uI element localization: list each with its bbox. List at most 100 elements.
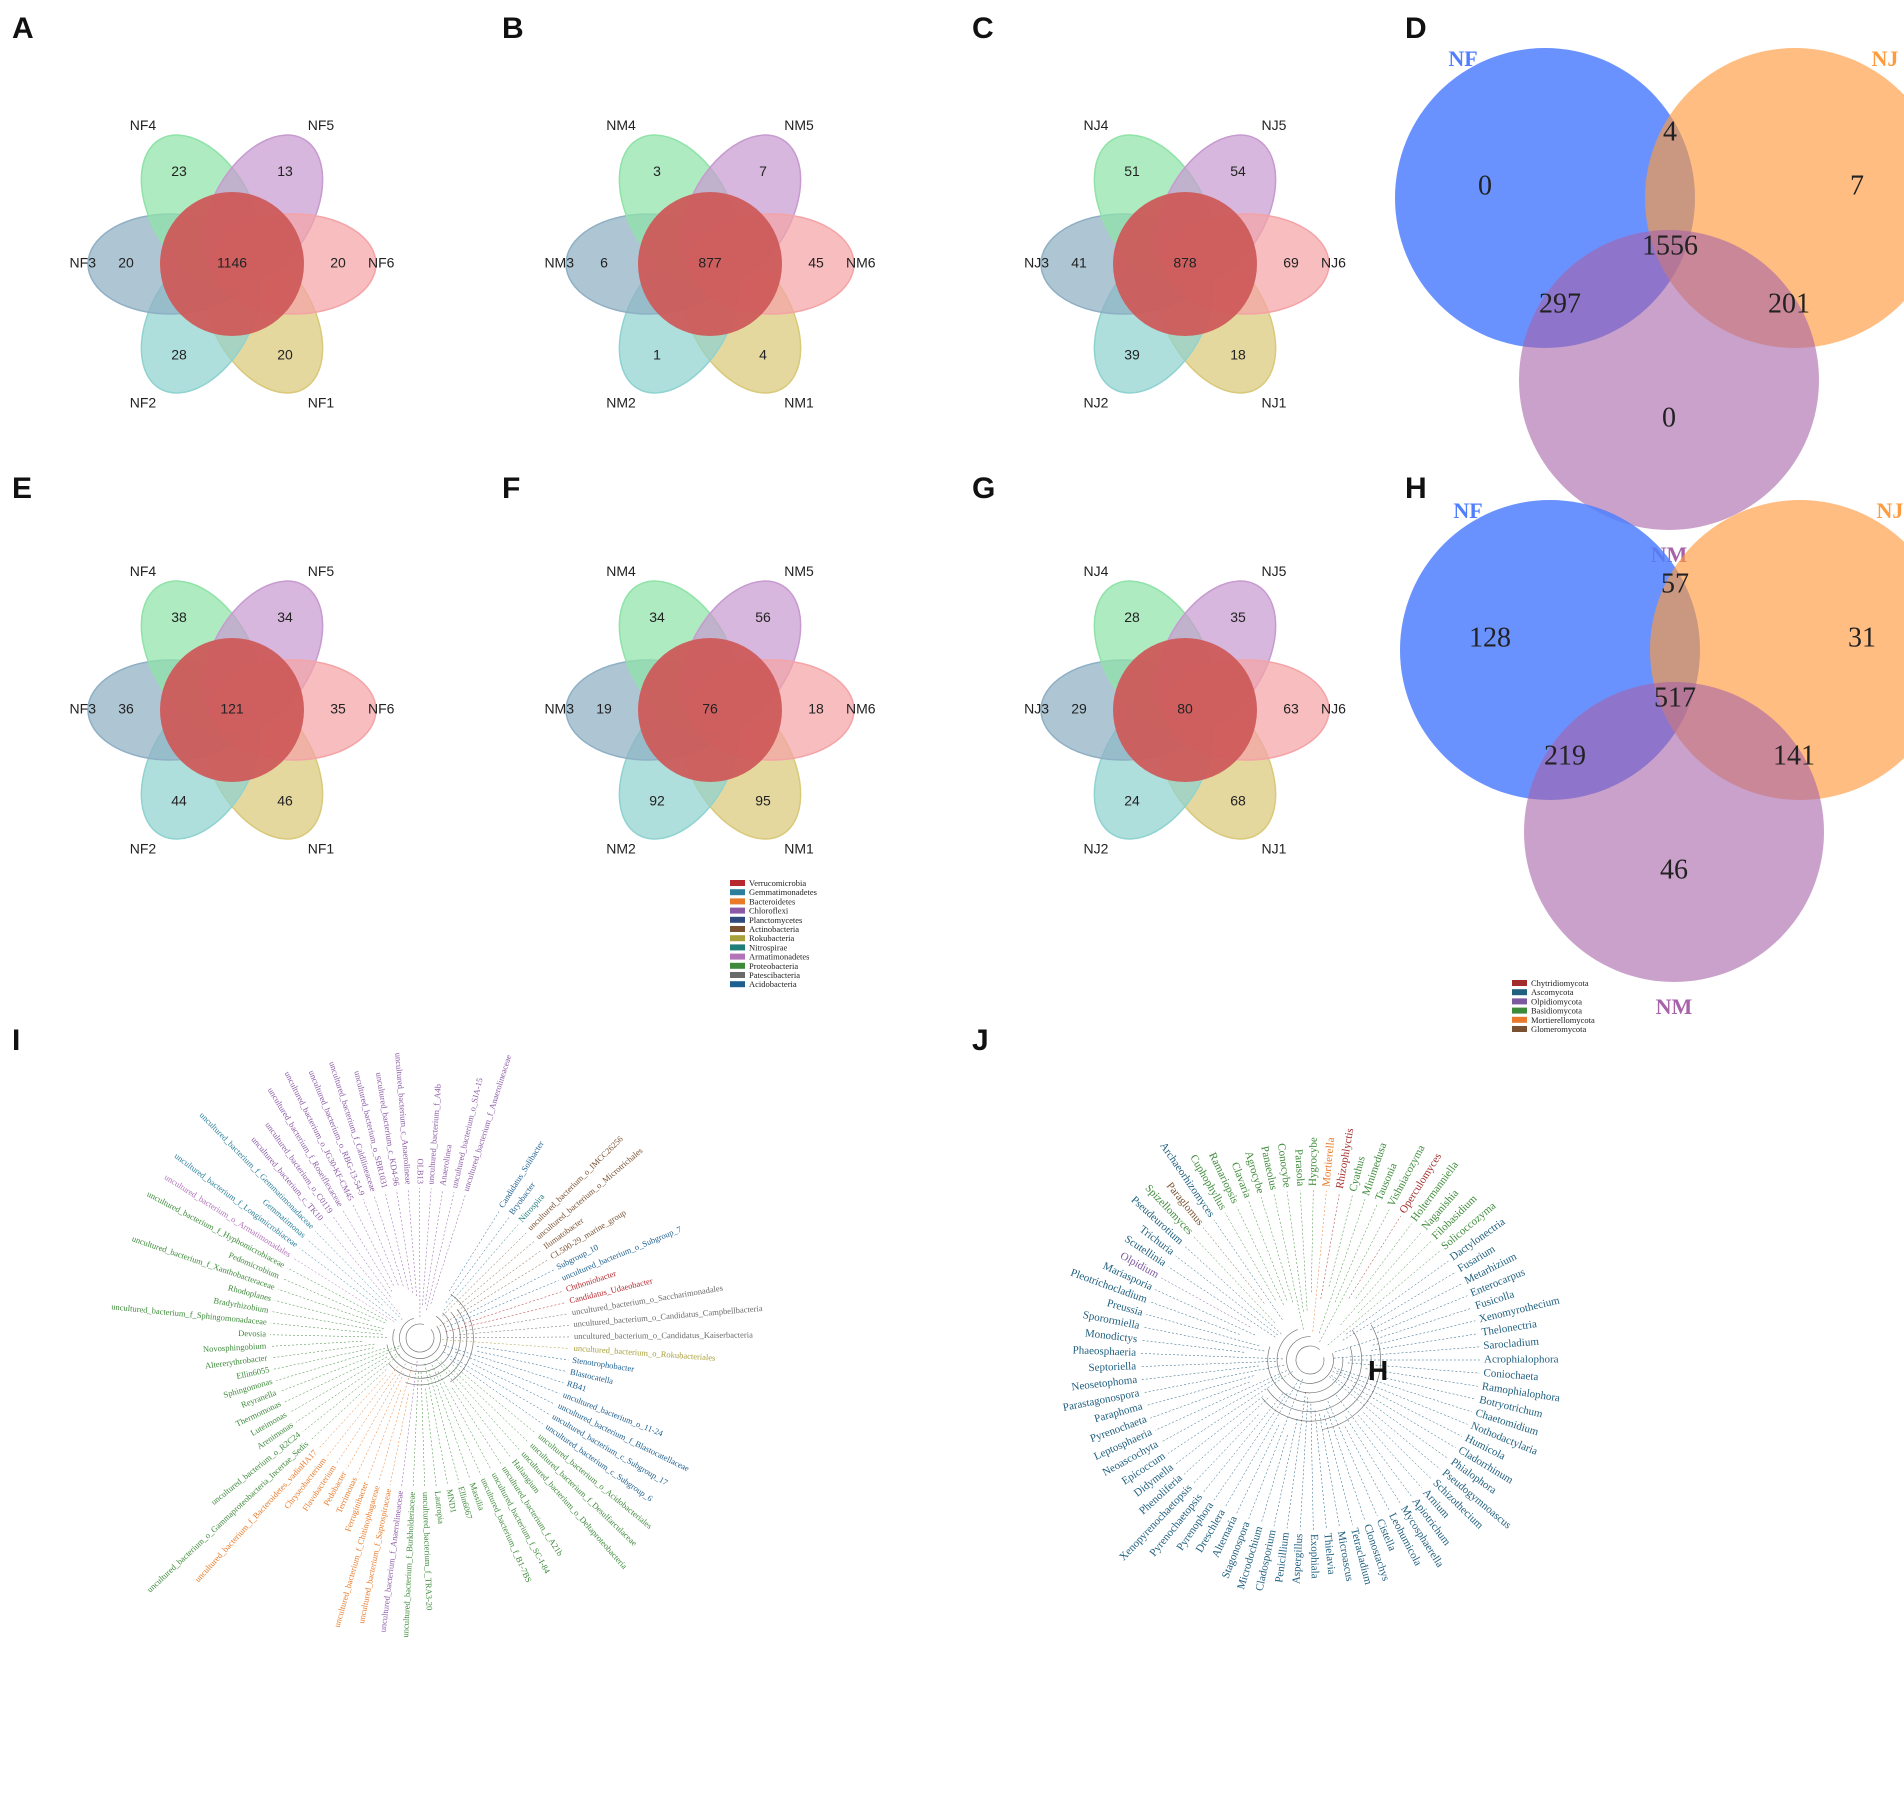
tree-branch bbox=[389, 1393, 409, 1486]
venn-core-count: 1146 bbox=[217, 255, 247, 271]
tree-branch bbox=[447, 1336, 570, 1339]
tree-branch bbox=[1365, 1368, 1478, 1387]
tree-branch bbox=[476, 1346, 569, 1361]
venn-set-nm bbox=[1524, 682, 1824, 982]
venn-core bbox=[160, 638, 304, 782]
tree-branch bbox=[1161, 1277, 1251, 1328]
venn-set-label: NJ3 bbox=[1024, 255, 1049, 271]
tree-leaf-label: Phaeosphaeria bbox=[1072, 1344, 1136, 1358]
venn-core bbox=[1113, 192, 1257, 336]
venn-unique-count: 18 bbox=[808, 701, 824, 717]
tree-branch bbox=[428, 1370, 460, 1483]
venn-unique-count: 20 bbox=[330, 255, 346, 271]
tree-branch bbox=[433, 1377, 471, 1480]
legend-swatch bbox=[1512, 998, 1527, 1005]
venn-set-label: NJ4 bbox=[1084, 563, 1109, 579]
tree-branch bbox=[1324, 1415, 1353, 1525]
tree-branch bbox=[1295, 1345, 1325, 1375]
venn-core-count: 878 bbox=[1173, 255, 1197, 271]
tree-branch bbox=[289, 1356, 388, 1413]
tree-branch bbox=[454, 1351, 560, 1394]
tree-branch bbox=[447, 1280, 559, 1327]
tree-branch bbox=[342, 1209, 393, 1292]
tree-branch bbox=[1334, 1203, 1378, 1303]
legend-entry: Basidiomycota bbox=[1531, 1006, 1582, 1016]
venn-unique-count: 24 bbox=[1124, 793, 1140, 809]
legend-swatch bbox=[730, 880, 745, 886]
venn-set-label: NJ6 bbox=[1321, 255, 1346, 271]
legend-entry: Nitrospirae bbox=[749, 942, 787, 952]
tree-branch bbox=[274, 1300, 384, 1329]
tree-branch bbox=[327, 1366, 398, 1457]
tree-leaf-label: Sarocladium bbox=[1483, 1336, 1540, 1352]
tree-branch bbox=[270, 1322, 383, 1335]
tree-leaf-label: Devosia bbox=[238, 1328, 266, 1339]
tree-branch bbox=[443, 1224, 519, 1311]
venn-core-count: 76 bbox=[702, 701, 718, 717]
circular-tree-fungi: SolicoccozymaDactylonectriaFusariumMetar… bbox=[1062, 1127, 1561, 1592]
tree-branch bbox=[1357, 1240, 1432, 1314]
tree-branch bbox=[1161, 1376, 1281, 1443]
tree-branch bbox=[1352, 1385, 1456, 1449]
tree-branch bbox=[1346, 1260, 1449, 1335]
tree-branch bbox=[287, 1267, 387, 1321]
venn-unique-count: 20 bbox=[277, 347, 293, 363]
tree-branch bbox=[1141, 1340, 1244, 1353]
tree-branch bbox=[439, 1259, 549, 1327]
tree-branch bbox=[1141, 1365, 1260, 1380]
tree-leaf-label: Exophiala bbox=[1308, 1534, 1321, 1579]
tree-branch bbox=[422, 1188, 432, 1306]
tree-branch bbox=[424, 1363, 448, 1486]
tree-branch bbox=[1321, 1324, 1381, 1430]
tree-branch bbox=[295, 1354, 397, 1423]
tree-branch bbox=[464, 1291, 563, 1324]
tree-leaf-label: Coniochaeta bbox=[1483, 1367, 1539, 1383]
tree-branch bbox=[1319, 1413, 1340, 1528]
venn-unique-count: 69 bbox=[1283, 255, 1299, 271]
venn-core bbox=[1113, 638, 1257, 782]
phylum-legend-fungi: ChytridiomycotaAscomycotaOlpidiomycotaBa… bbox=[1512, 978, 1595, 1034]
venn-set-label: NF1 bbox=[308, 841, 335, 857]
panel-label-b: B bbox=[502, 12, 524, 45]
venn-set-label: NF5 bbox=[308, 117, 335, 133]
legend-swatch bbox=[730, 944, 745, 951]
legend-swatch bbox=[1512, 1016, 1527, 1023]
tree-branch bbox=[378, 1366, 413, 1483]
tree-branch bbox=[1335, 1394, 1412, 1497]
tree-branch bbox=[412, 1371, 419, 1488]
tree-branch bbox=[1224, 1379, 1299, 1508]
venn-set-label: NF3 bbox=[70, 701, 97, 717]
region-all: 1556 bbox=[1642, 230, 1698, 261]
tree-branch bbox=[405, 1309, 468, 1386]
legend-entry: Planctomycetes bbox=[749, 915, 802, 925]
venn-unique-count: 51 bbox=[1124, 163, 1140, 179]
tree-leaf-label: Parasola bbox=[1292, 1149, 1306, 1187]
tree-branch bbox=[386, 1312, 455, 1373]
venn-set-label: NJ5 bbox=[1262, 563, 1287, 579]
tree-branch bbox=[1311, 1190, 1314, 1293]
tree-branch bbox=[452, 1364, 536, 1434]
region-nf-nj: 4 bbox=[1663, 116, 1677, 147]
tree-branch bbox=[1319, 1209, 1390, 1343]
tree-branch bbox=[442, 1232, 527, 1317]
venn-unique-count: 95 bbox=[755, 793, 771, 809]
tree-branch bbox=[1261, 1435, 1288, 1523]
venn-unique-count: 68 bbox=[1230, 793, 1246, 809]
tree-branch bbox=[346, 1363, 406, 1470]
venn-unique-count: 34 bbox=[277, 609, 293, 625]
tree-branch bbox=[282, 1278, 386, 1324]
venn-unique-count: 28 bbox=[171, 347, 187, 363]
legend-swatch bbox=[730, 926, 745, 932]
tree-branch bbox=[1369, 1283, 1463, 1331]
tree-branch bbox=[1327, 1401, 1378, 1517]
tree-branch bbox=[436, 1359, 511, 1458]
region-nj-nm: 141 bbox=[1773, 740, 1815, 771]
venn-unique-count: 54 bbox=[1230, 163, 1246, 179]
tree-branch bbox=[458, 1240, 535, 1306]
tree-leaf-label: uncultured_bacterium_o_Candidatus_Kaiser… bbox=[574, 1330, 753, 1341]
legend-entry: Patescibacteria bbox=[749, 970, 800, 980]
